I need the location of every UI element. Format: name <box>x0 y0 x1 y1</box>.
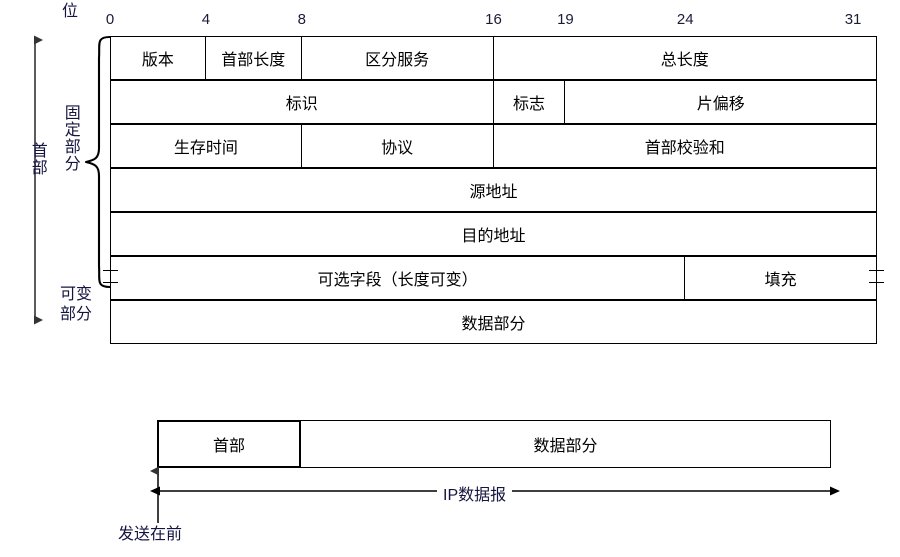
header-row-3: 生存时间 协议 首部校验和 <box>110 124 877 168</box>
header-field-cell: 总长度 <box>493 36 877 80</box>
header-field-label: 可选字段（长度可变） <box>317 272 478 289</box>
header-field-label: 总长度 <box>660 52 709 69</box>
bit-tick-24: 24 <box>676 11 694 28</box>
header-row-7: 数据部分 <box>110 300 877 344</box>
header-field-label: 区分服务 <box>365 52 430 69</box>
label-variable-part-line2: 部分 <box>60 306 93 323</box>
header-field-cell: 片偏移 <box>565 80 877 124</box>
header-field-cell: 版本 <box>110 36 206 80</box>
header-field-label: 首部长度 <box>221 52 286 69</box>
variable-length-break-tick <box>103 282 118 283</box>
header-field-label: 目的地址 <box>461 228 526 245</box>
datagram-data-label: 数据部分 <box>533 438 598 455</box>
header-field-label: 生存时间 <box>173 140 238 157</box>
header-row-5: 目的地址 <box>110 212 877 256</box>
header-row-2: 标识 标志 片偏移 <box>110 80 877 124</box>
fixed-part-brace <box>84 35 112 289</box>
header-field-label: 标识 <box>285 96 318 113</box>
header-field-label: 首部校验和 <box>644 140 725 157</box>
bit-tick-0: 0 <box>105 11 115 28</box>
datagram-data-box: 数据部分 <box>300 420 831 468</box>
header-field-cell: 标志 <box>493 80 566 124</box>
header-span-arrow <box>34 35 43 325</box>
bit-tick-8: 8 <box>297 11 306 28</box>
header-field-label: 片偏移 <box>696 96 745 113</box>
header-field-cell: 协议 <box>301 124 494 168</box>
header-row-4: 源地址 <box>110 168 877 212</box>
header-field-cell: 目的地址 <box>110 212 877 256</box>
header-field-label: 标志 <box>512 96 545 113</box>
datagram-header-label: 首部 <box>212 438 245 455</box>
datagram-header-box: 首部 <box>157 420 301 468</box>
first-sent-arrow <box>150 466 159 523</box>
datagram-span-label: IP数据报 <box>437 481 513 505</box>
header-field-label: 协议 <box>381 140 414 157</box>
ip-header-field-table: 版本 首部长度 区分服务 总长度标识 标志 片偏移生存时间 协议 首部校验和源地址目的地址可选… <box>103 36 884 344</box>
header-field-cell: 标识 <box>110 80 494 124</box>
header-field-cell: 首部长度 <box>205 36 302 80</box>
header-row-6: 可选字段（长度可变） 填充 <box>103 256 884 300</box>
variable-length-break-tick <box>869 270 884 271</box>
bit-unit-label: 位 <box>62 3 79 20</box>
variable-length-break-tick <box>869 282 884 283</box>
bit-tick-16: 16 <box>485 11 502 28</box>
bit-tick-19: 19 <box>557 11 574 28</box>
header-row-1: 版本 首部长度 区分服务 总长度 <box>110 36 877 80</box>
header-field-cell: 首部校验和 <box>493 124 877 168</box>
header-field-cell: 源地址 <box>110 168 877 212</box>
label-header-span: 首部 <box>28 142 46 176</box>
label-variable-part-line1: 可变 <box>60 286 93 303</box>
header-field-label: 数据部分 <box>461 316 526 333</box>
header-field-label: 填充 <box>764 272 797 289</box>
header-field-cell: 可选字段（长度可变） <box>110 256 686 300</box>
label-first-sent: 发送在前 <box>118 526 183 543</box>
header-field-cell: 区分服务 <box>301 36 494 80</box>
header-field-cell: 数据部分 <box>110 300 877 344</box>
header-field-label: 版本 <box>141 52 174 69</box>
header-field-cell: 生存时间 <box>110 124 302 168</box>
bit-tick-4: 4 <box>201 11 211 28</box>
header-field-cell: 填充 <box>685 256 877 300</box>
header-field-label: 源地址 <box>469 184 518 201</box>
variable-length-break-tick <box>103 270 118 271</box>
label-fixed-part: 固定部分 <box>61 104 79 172</box>
bit-tick-31: 31 <box>844 11 862 28</box>
